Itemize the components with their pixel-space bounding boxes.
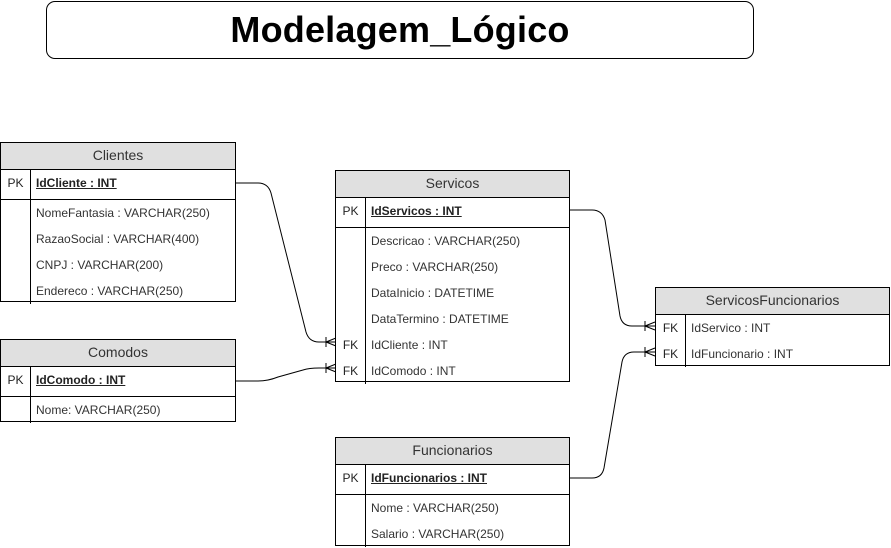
funcionarios-pk-field: IdFuncionarios : INT xyxy=(371,471,487,485)
pk-label: PK xyxy=(1,170,31,199)
servicos-attr: Descricao : VARCHAR(250) xyxy=(371,234,521,248)
comodos-attributes: Nome: VARCHAR(250) xyxy=(1,397,235,423)
entity-servicos-header: Servicos xyxy=(336,171,569,198)
diagram-title: Modelagem_Lógico xyxy=(230,9,570,50)
crowfoot-servicos-servicosfuncionarios xyxy=(644,321,656,331)
funcionarios-attributes: Nome : VARCHAR(250) Salario : VARCHAR(25… xyxy=(336,495,569,547)
diagram-title-box: Modelagem_Lógico xyxy=(46,1,754,59)
servicos-funcionarios-fk-row: FK IdServico : INT xyxy=(656,315,889,341)
clientes-attr: Endereco : VARCHAR(250) xyxy=(36,284,184,298)
fk-label: FK xyxy=(336,332,366,358)
funcionarios-pk-row: PK IdFuncionarios : INT xyxy=(336,465,569,495)
fk-label: FK xyxy=(656,341,686,367)
clientes-attributes: NomeFantasia : VARCHAR(250) RazaoSocial … xyxy=(1,200,235,304)
servicos-fk-field: IdComodo : INT xyxy=(371,364,456,378)
funcionarios-attr: Nome : VARCHAR(250) xyxy=(371,501,499,515)
pk-label: PK xyxy=(336,465,366,494)
clientes-attr: NomeFantasia : VARCHAR(250) xyxy=(36,206,210,220)
crowfoot-funcionarios-servicosfuncionarios xyxy=(644,347,656,357)
servicos-fk-field: IdCliente : INT xyxy=(371,338,448,352)
entity-comodos[interactable]: Comodos PK IdComodo : INT Nome: VARCHAR(… xyxy=(0,339,236,423)
servicos-funcionarios-fk-field: IdFuncionario : INT xyxy=(691,347,794,361)
comodos-pk-row: PK IdComodo : INT xyxy=(1,367,235,397)
crowfoot-comodos-servicos xyxy=(325,363,337,373)
entity-servicos[interactable]: Servicos PK IdServicos : INT Descricao :… xyxy=(335,170,570,384)
clientes-pk-row: PK IdCliente : INT xyxy=(1,170,235,200)
entity-clientes-header: Clientes xyxy=(1,143,235,170)
crowfoot-clientes-servicos xyxy=(325,337,337,347)
entity-comodos-header: Comodos xyxy=(1,340,235,367)
entity-servicos-funcionarios-header: ServicosFuncionarios xyxy=(656,288,889,315)
entity-funcionarios-header: Funcionarios xyxy=(336,438,569,465)
servicos-fk-row: FK IdComodo : INT xyxy=(336,358,569,384)
comodos-attr: Nome: VARCHAR(250) xyxy=(36,403,161,417)
relationship-clientes-servicos xyxy=(236,182,336,343)
relationship-comodos-servicos xyxy=(236,367,336,382)
relationship-servicos-servicosfuncionarios xyxy=(570,209,655,327)
relationship-funcionarios-servicosfuncionarios xyxy=(570,351,655,479)
servicos-attr: DataTermino : DATETIME xyxy=(371,312,509,326)
servicos-attr: Preco : VARCHAR(250) xyxy=(371,260,499,274)
servicos-pk-field: IdServicos : INT xyxy=(371,204,462,218)
servicos-fk-row: FK IdCliente : INT xyxy=(336,332,569,358)
servicos-funcionarios-fk-field: IdServico : INT xyxy=(691,321,771,335)
comodos-pk-field: IdComodo : INT xyxy=(36,373,126,387)
clientes-pk-field: IdCliente : INT xyxy=(36,176,117,190)
entity-servicos-funcionarios[interactable]: ServicosFuncionarios FK IdServico : INT … xyxy=(655,287,890,367)
clientes-attr: CNPJ : VARCHAR(200) xyxy=(36,258,164,272)
entity-funcionarios[interactable]: Funcionarios PK IdFuncionarios : INT Nom… xyxy=(335,437,570,547)
fk-label: FK xyxy=(656,315,686,341)
pk-label: PK xyxy=(1,367,31,396)
fk-label: FK xyxy=(336,358,366,384)
servicos-pk-row: PK IdServicos : INT xyxy=(336,198,569,228)
entity-clientes[interactable]: Clientes PK IdCliente : INT NomeFantasia… xyxy=(0,142,236,304)
clientes-attr: RazaoSocial : VARCHAR(400) xyxy=(36,232,200,246)
pk-label: PK xyxy=(336,198,366,227)
funcionarios-attr: Salario : VARCHAR(250) xyxy=(371,527,505,541)
servicos-attributes: Descricao : VARCHAR(250) Preco : VARCHAR… xyxy=(336,228,569,332)
servicos-attr: DataInicio : DATETIME xyxy=(371,286,495,300)
servicos-funcionarios-fk-row: FK IdFuncionario : INT xyxy=(656,341,889,367)
